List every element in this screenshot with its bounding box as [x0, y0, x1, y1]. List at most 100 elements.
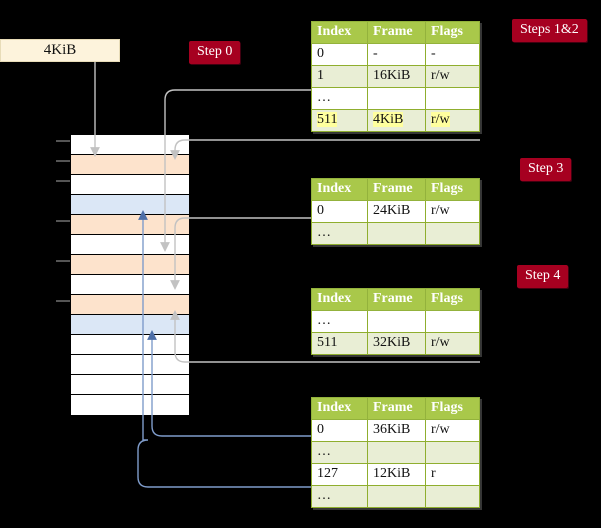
cell-flags: r/w — [425, 65, 480, 88]
table-row: 1 16KiB r/w — [311, 65, 480, 88]
memory-tick — [56, 260, 70, 262]
table-row: … — [311, 485, 480, 508]
cell-frame — [367, 485, 426, 508]
memory-frame-row — [71, 355, 189, 375]
cell-frame: 4KiB — [367, 109, 426, 132]
column-header-frame: Frame — [367, 178, 426, 201]
column-header-frame: Frame — [367, 21, 426, 44]
memory-frame-row — [71, 375, 189, 395]
physical-memory-column — [70, 134, 190, 415]
step-badge-label: Step 3 — [528, 161, 564, 176]
column-header-flags: Flags — [425, 288, 480, 311]
cell-frame: 24KiB — [367, 200, 426, 223]
table-row: 0 - - — [311, 43, 480, 66]
cell-frame — [367, 310, 426, 333]
table-header-row: Index Frame Flags — [311, 178, 480, 201]
wire-steps12-branch — [170, 139, 480, 160]
step-badge-steps-1-2: Steps 1&2 — [512, 19, 587, 42]
step-badge-step-4: Step 4 — [517, 265, 569, 288]
cell-flags: r/w — [425, 419, 480, 442]
column-header-index: Index — [311, 21, 368, 44]
cell-flags: r/w — [425, 109, 480, 132]
memory-frame-row — [71, 395, 189, 415]
cell-frame — [367, 441, 426, 464]
cell-frame: 32KiB — [367, 332, 426, 355]
memory-tick — [56, 300, 70, 302]
cell-flags — [425, 310, 480, 333]
cell-flags — [425, 441, 480, 464]
cell-flags — [425, 222, 480, 245]
table-header-row: Index Frame Flags — [311, 397, 480, 420]
step-badge-step-0: Step 0 — [189, 41, 241, 64]
cell-index: 0 — [311, 200, 368, 223]
page-table-level-3: Index Frame Flags 0 36KiB r/w … 127 12Ki… — [311, 397, 480, 508]
cell-frame: 12KiB — [367, 463, 426, 486]
memory-tick — [56, 180, 70, 182]
cell-flags — [425, 87, 480, 110]
page-table-level-1: Index Frame Flags 0 24KiB r/w … — [311, 178, 480, 245]
page-table-level-2: Index Frame Flags … 511 32KiB r/w — [311, 288, 480, 355]
memory-frame-row — [71, 295, 189, 315]
memory-frame-row — [71, 195, 189, 215]
column-header-flags: Flags — [425, 21, 480, 44]
cell-index: 511 — [311, 109, 368, 132]
cell-flags: r — [425, 463, 480, 486]
table-header-row: Index Frame Flags — [311, 288, 480, 311]
memory-frame-row — [71, 135, 189, 155]
column-header-flags: Flags — [425, 178, 480, 201]
cell-flags — [425, 485, 480, 508]
cell-index: 0 — [311, 43, 368, 66]
table-row: … — [311, 441, 480, 464]
cell-index: … — [311, 485, 368, 508]
table-row: 0 24KiB r/w — [311, 200, 480, 223]
cell-index: … — [311, 222, 368, 245]
memory-frame-row — [71, 215, 189, 235]
cell-index: 127 — [311, 463, 368, 486]
cell-index: … — [311, 441, 368, 464]
memory-tick — [56, 140, 70, 142]
table-row: 0 36KiB r/w — [311, 419, 480, 442]
cell-index: … — [311, 87, 368, 110]
cell-frame: - — [367, 43, 426, 66]
cell-flags: - — [425, 43, 480, 66]
memory-frame-row — [71, 335, 189, 355]
table-header-row: Index Frame Flags — [311, 21, 480, 44]
memory-frame-row — [71, 235, 189, 255]
cell-frame — [367, 222, 426, 245]
table-row: … — [311, 310, 480, 333]
table-row: 511 32KiB r/w — [311, 332, 480, 355]
cell-index: 511 — [311, 332, 368, 355]
cell-flags: r/w — [425, 200, 480, 223]
memory-tick — [56, 160, 70, 162]
step-badge-label: Step 0 — [197, 44, 233, 59]
memory-frame-row — [71, 255, 189, 275]
cell-index: 1 — [311, 65, 368, 88]
table-row: 511 4KiB r/w — [311, 109, 480, 132]
cell-frame: 36KiB — [367, 419, 426, 442]
cell-index: 0 — [311, 419, 368, 442]
column-header-flags: Flags — [425, 397, 480, 420]
column-header-index: Index — [311, 178, 368, 201]
step-badge-step-3: Step 3 — [520, 158, 572, 181]
memory-frame-row — [71, 315, 189, 335]
step-badge-label: Step 4 — [525, 268, 561, 283]
memory-frame-row — [71, 155, 189, 175]
cell-flags: r/w — [425, 332, 480, 355]
memory-frame-row — [71, 275, 189, 295]
column-header-index: Index — [311, 288, 368, 311]
page-table-level-0: Index Frame Flags 0 - - 1 16KiB r/w … — [311, 21, 480, 132]
virtual-page-box: 4KiB — [0, 39, 120, 62]
column-header-index: Index — [311, 397, 368, 420]
step-badge-label: Steps 1&2 — [520, 22, 579, 37]
column-header-frame: Frame — [367, 397, 426, 420]
memory-frame-row — [71, 175, 189, 195]
column-header-frame: Frame — [367, 288, 426, 311]
cell-frame — [367, 87, 426, 110]
cell-index: … — [311, 310, 368, 333]
virtual-page-label: 4KiB — [43, 42, 77, 58]
memory-tick — [56, 220, 70, 222]
table-row: … — [311, 87, 480, 110]
table-row: 127 12KiB r — [311, 463, 480, 486]
cell-frame: 16KiB — [367, 65, 426, 88]
